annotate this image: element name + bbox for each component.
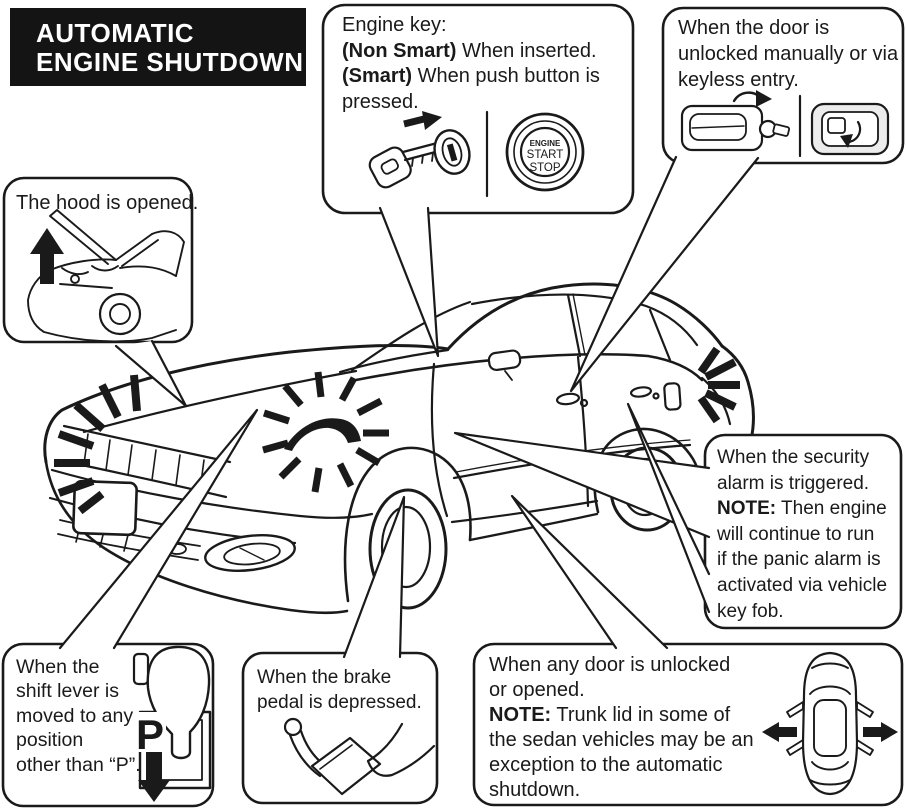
callout-brake-pedal [241,651,439,805]
security-line: if the panic alarm is [717,549,881,571]
leader-hood [114,339,188,408]
left-arrow-icon [779,727,797,737]
engine-key-line: pressed. [342,90,419,113]
security-line: will continue to run [717,523,875,545]
foot-icon [366,722,436,777]
insert-arrow-icon [403,115,425,128]
interior-door-handle-icon [810,102,890,156]
shift-line: other than “P”. [16,753,141,776]
any-door-line: When any door is unlocked [489,654,731,676]
any-door-line-rest: Trunk lid in some of [551,704,731,726]
shift-line: shift lever is [16,680,119,703]
car-top-view-icon [762,651,898,796]
brake-pedal-icon [283,717,436,796]
any-door-line: exception to the automatic [489,754,723,776]
brake-line: When the brake [257,667,392,688]
door-unlocked-text: When the door is unlocked manually or vi… [678,15,898,93]
engine-key-line-rest: When inserted. [456,39,597,62]
down-arrow-icon [146,752,162,780]
shift-line: position [16,729,84,752]
shift-lever-text: When the shift lever is moved to any pos… [16,655,141,777]
key-in-cylinder-icon [772,123,791,137]
engine-label: ENGINE [530,139,561,148]
security-line: key fob. [717,600,784,622]
security-line: activated via vehicle [717,574,888,596]
flash-marks-rear-icon [697,346,740,424]
security-line: When the security [717,447,870,468]
shift-line: When the [16,656,100,678]
title-line-2: ENGINE SHUTDOWN [36,47,304,77]
start-stop-button-labels: ENGINE START STOP P [136,139,563,758]
leader-security-front-door [453,431,711,539]
key-icon [368,111,471,189]
leader-shift-lever [58,408,259,650]
engine-key-line: Engine key: [342,14,447,36]
leader-security-rear-door [626,402,711,614]
p-position-label: P [136,711,164,758]
security-line: NOTE: Then engine [717,496,887,522]
leader-tails [58,155,760,659]
flash-marks-hood-icon [262,371,389,493]
any-door-line: NOTE: Trunk lid in some of [489,703,754,728]
any-door-line: or opened. [489,679,585,701]
engine-key-line: (Non Smart) When inserted. [342,39,600,65]
open-door-flap-icon [856,739,874,756]
engine-key-line: (Smart) When push button is [342,64,600,90]
title-banner: AUTOMATIC ENGINE SHUTDOWN [10,8,306,86]
security-alarm-text: When the security alarm is triggered. NO… [717,445,887,624]
door-unlocked-line: When the door is [678,17,830,39]
exterior-door-handle-icon [680,90,791,152]
flash-marks-headlight-icon [54,374,141,515]
callout-any-door [472,642,904,807]
door-unlocked-line: unlocked manually or via [678,43,899,65]
shift-lever-icon [130,645,212,802]
smart-label: (Smart) [342,65,413,87]
right-arrow-icon [863,727,881,737]
start-stop-button-icon [505,112,585,192]
hood-line: The hood is opened. [16,192,199,214]
leader-any-door [510,494,669,650]
leader-engine-key [378,206,440,358]
brake-pedal-text: When the brake pedal is depressed. [257,665,422,715]
non-smart-label: (Non Smart) [342,39,457,62]
leader-door-unlocked [569,155,760,393]
shift-line: moved to any [16,704,134,727]
any-door-line: shutdown. [489,779,581,801]
ignition-flash-swoosh-icon [284,418,361,451]
any-door-line: the sedan vehicles may be an [489,729,754,751]
security-line: alarm is triggered. [717,472,870,494]
open-door-flap-icon [856,701,874,718]
leader-brake-pedal [342,495,406,659]
title-line-1: AUTOMATIC [36,18,195,48]
door-unlocked-line: keyless entry. [678,69,799,91]
hood-text: The hood is opened. [16,191,198,216]
note-label: NOTE: [489,704,552,726]
engine-key-text: Engine key: (Non Smart) When inserted. (… [342,13,600,115]
hood-open-car-icon [27,209,185,343]
engine-key-line-rest: When push button is [412,65,600,87]
stop-label: STOP [529,162,560,174]
up-arrow-icon [30,228,64,284]
note-label: NOTE: [717,498,777,520]
open-door-flap-icon [786,739,804,756]
open-door-flap-icon [786,701,804,718]
brake-line: pedal is depressed. [257,692,422,713]
start-label: START [527,149,564,161]
security-line-rest: Then engine [776,498,887,520]
any-door-text: When any door is unlocked or opened. NOT… [489,653,754,803]
